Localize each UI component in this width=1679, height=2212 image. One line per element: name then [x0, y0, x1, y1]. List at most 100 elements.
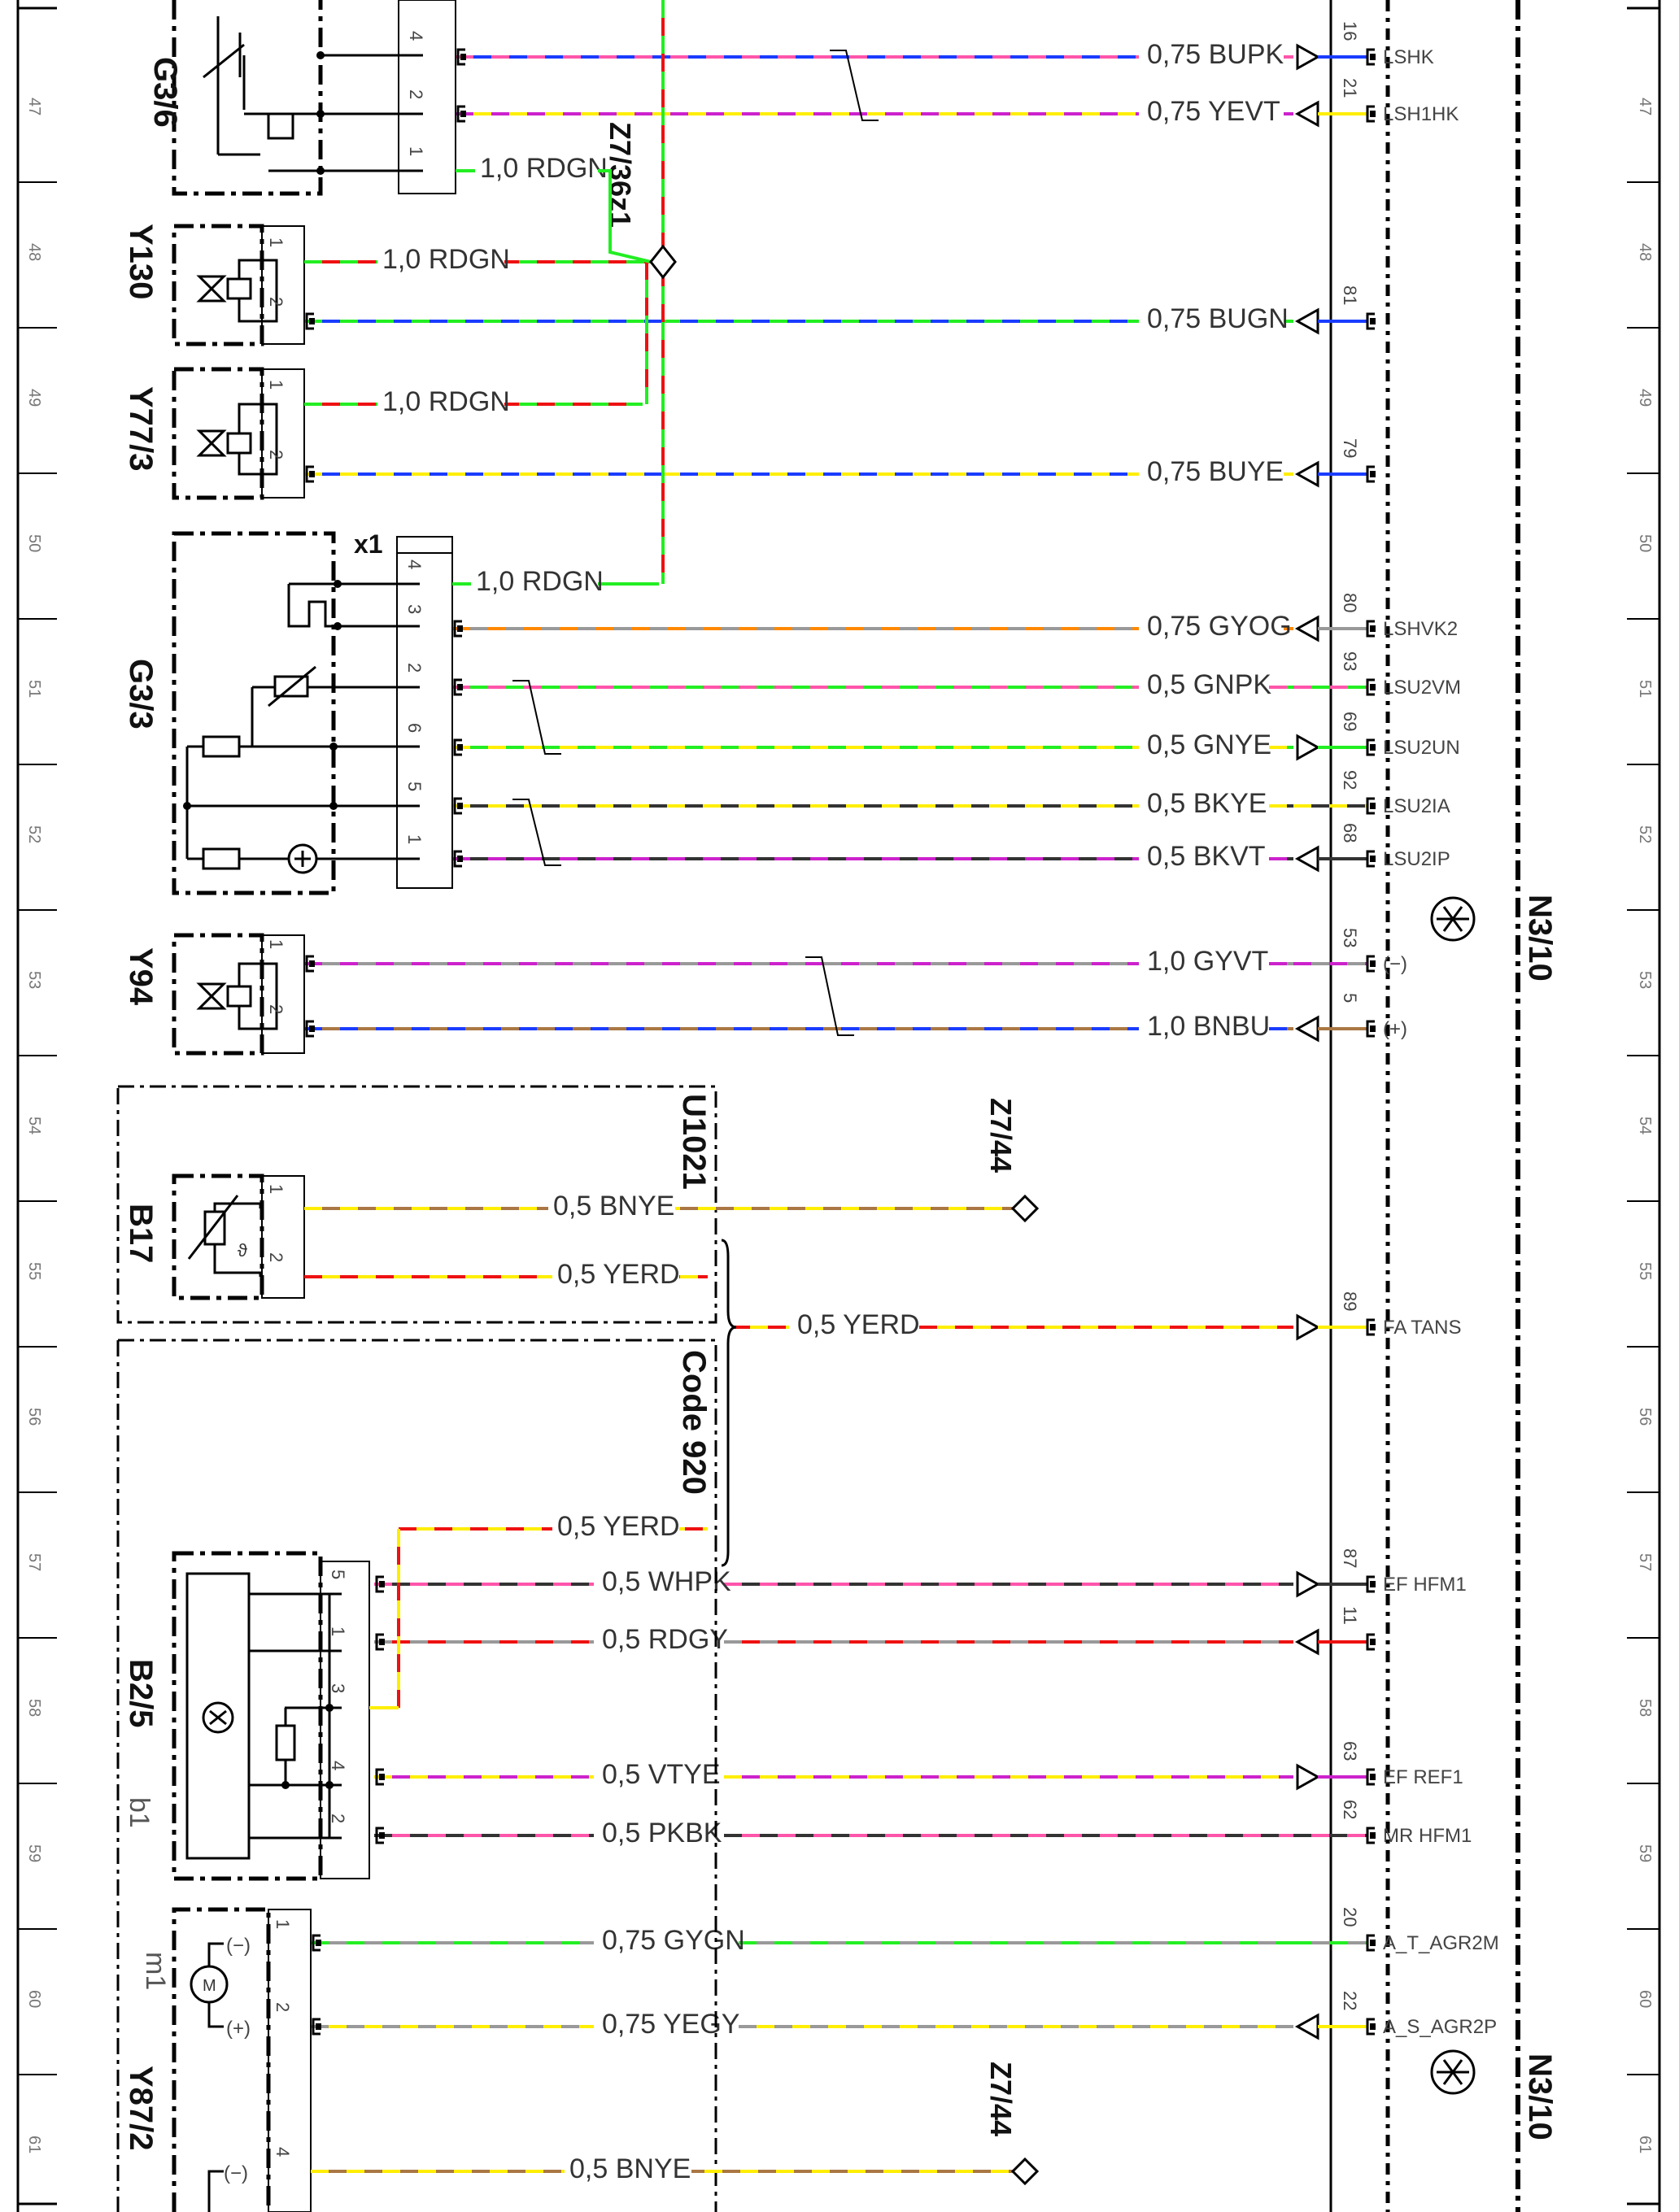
wire: 0,75 BUGN — [304, 300, 1376, 335]
component-label: Y87/2 — [123, 2066, 159, 2151]
ecu-signal-name: LSH1HK — [1383, 103, 1459, 125]
connector-pin-number: 6 — [404, 723, 425, 733]
connector-pin-number: 1 — [266, 939, 286, 949]
component-label: Y130 — [123, 224, 159, 299]
row-number: 58 — [1636, 1699, 1654, 1717]
row-number: 52 — [1636, 825, 1654, 843]
row-number: 50 — [1636, 534, 1654, 552]
connector-pin-number: 4 — [404, 560, 425, 569]
row-number: 47 — [25, 98, 43, 115]
row-number: 54 — [1636, 1117, 1654, 1134]
wire-label: 0,5 VTYE — [602, 1759, 721, 1790]
ecu-signal-name: LSU2IA — [1383, 795, 1450, 817]
n3-10-label: N3/10 — [1522, 2053, 1558, 2140]
wire: 0,5 BKVT — [452, 838, 1376, 873]
row-number: 61 — [1636, 2136, 1654, 2153]
component-b2-5: B2/5 b1 — [123, 1551, 370, 1881]
component-label: G3/6 — [147, 57, 183, 128]
ecu-pin-number: 80 — [1340, 593, 1360, 612]
ecu-signal-name: (+) — [1383, 1018, 1407, 1040]
ecu-signal-name: LSU2VM — [1383, 677, 1461, 699]
wire-label: 0,75 GYGN — [602, 1925, 745, 1956]
connector-pin-number: 1 — [404, 834, 425, 844]
row-number: 60 — [25, 1990, 43, 2008]
sub-label-m1: m1 — [140, 1952, 171, 1990]
wire: 0,75 BUYE — [304, 453, 1376, 488]
option-label-code920: Code 920 — [676, 1350, 712, 1495]
connector-pin-number: 4 — [273, 2147, 293, 2157]
connector-pin-number: 2 — [266, 1004, 286, 1014]
ecu-pin-number: 89 — [1340, 1291, 1360, 1311]
connector-pin-number: 1 — [406, 146, 426, 156]
wire-label: 0,5 RDGY — [602, 1624, 728, 1655]
local-wire-label: 0,5 YERD — [557, 1511, 680, 1542]
wire-label: 0,75 YEVT — [1147, 96, 1280, 127]
ecu-symbol — [1430, 896, 1476, 942]
component-y130: Y130 — [123, 224, 305, 346]
ecu-pin-number: 81 — [1340, 285, 1360, 305]
splice-label: Z7/44 — [984, 1098, 1018, 1173]
wire-label: 0,5 BKYE — [1147, 788, 1267, 819]
wire-label: 0,75 BUYE — [1147, 456, 1284, 487]
ecu-pin-number: 63 — [1340, 1741, 1360, 1761]
local-wire: 0,5 YERD — [304, 1256, 708, 1290]
row-number: 60 — [1636, 1990, 1654, 2008]
local-wire: 0,5 YERD — [399, 1508, 708, 1542]
row-number: 48 — [25, 243, 43, 261]
motor-symbol: M — [203, 1977, 216, 1995]
connector-pin-number: 2 — [273, 2002, 293, 2012]
connector-pin-number: 1 — [273, 1919, 293, 1929]
ecu-signal-name: LSU2IP — [1383, 848, 1450, 870]
row-number: 54 — [25, 1117, 43, 1134]
option-region-code920: Code 920 — [116, 1239, 737, 2212]
component-y87-2: M (−) (+) (−) Y87/2 m1 — [123, 1907, 312, 2212]
component-label: Y94 — [123, 947, 159, 1006]
ecu-signal-name: FA TANS — [1383, 1317, 1461, 1339]
ecu-signal-name: LSHK — [1383, 46, 1434, 68]
connector-pin-number: 2 — [406, 89, 426, 99]
row-number: 56 — [25, 1408, 43, 1426]
row-number: 58 — [25, 1699, 43, 1717]
ecu-pin-number: 22 — [1340, 1991, 1360, 2010]
ecu-pin-number: 93 — [1340, 651, 1360, 671]
local-wire-label: 1,0 RDGN — [480, 153, 608, 184]
wire-label: 0,75 BUGN — [1147, 303, 1289, 334]
splice-node — [649, 244, 677, 280]
wire-label: 0,5 PKBK — [602, 1818, 722, 1848]
component-y94: Y94 — [123, 933, 305, 1056]
splice-z7-44-a: Z7/44 — [984, 1098, 1018, 1173]
n3-10-label-top: N3/10 — [1522, 895, 1558, 982]
local-wire: 1,0 RDGN — [304, 383, 643, 417]
tie-wires — [369, 0, 1040, 2186]
wire: 0,5 YERD — [732, 1306, 1376, 1341]
row-number: 48 — [1636, 243, 1654, 261]
local-wire-label: 1,0 RDGN — [382, 386, 510, 417]
wire: 0,5 GNPK — [452, 666, 1376, 700]
ecu-pin-number: 79 — [1340, 438, 1360, 458]
local-wire-label: 0,5 BNYE — [569, 2153, 691, 2184]
wire-label: 0,75 GYOG — [1147, 611, 1292, 642]
wire: 1,0 BNBU — [304, 1008, 1376, 1043]
row-number: 53 — [25, 971, 43, 989]
row-number: 57 — [1636, 1553, 1654, 1571]
ecu-pin-number: 53 — [1340, 928, 1360, 947]
pin-labels: 16LSHK21LSH1HK817980LSHVK293LSU2VM69LSU2… — [1340, 21, 1499, 2038]
row-number: 47 — [1636, 98, 1654, 115]
ecu-signal-name: EF HFM1 — [1383, 1574, 1467, 1596]
local-wire-label: 0,5 YERD — [557, 1259, 680, 1290]
local-wire: 0,5 BNYE — [304, 1187, 1025, 1221]
row-number: 55 — [1636, 1262, 1654, 1280]
component-y77-3: Y77/3 — [123, 367, 305, 500]
wire: 0,5 WHPK — [374, 1563, 1376, 1598]
ecu-pin-number: 16 — [1340, 21, 1360, 41]
wire-label: 1,0 GYVT — [1147, 946, 1268, 977]
connector-pin-number: 1 — [328, 1626, 348, 1636]
row-number: 50 — [25, 534, 43, 552]
connector-pin-number: 4 — [328, 1761, 348, 1770]
local-wire: 1,0 RDGN — [452, 563, 659, 597]
y87-minus-label: (−) — [224, 2162, 248, 2184]
